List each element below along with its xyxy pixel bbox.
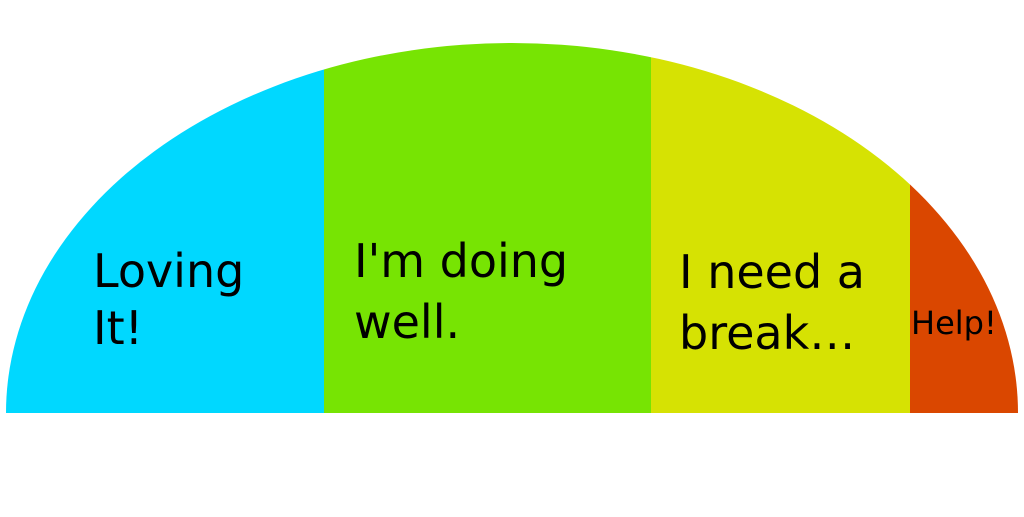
segment-label-line: I'm doing bbox=[354, 234, 568, 288]
gauge-segments bbox=[6, 43, 1018, 413]
segment-label-help: Help! bbox=[911, 304, 997, 342]
segment-doing-well bbox=[324, 43, 651, 413]
segment-label-line: I need a bbox=[679, 245, 865, 299]
segment-loving bbox=[6, 43, 324, 413]
segment-label-line: Help! bbox=[911, 304, 997, 342]
segment-label-line: well. bbox=[354, 295, 460, 349]
segment-label-need-break: I need a break… bbox=[679, 245, 865, 360]
segment-label-line: Loving bbox=[93, 244, 244, 298]
segment-label-doing-well: I'm doing well. bbox=[354, 234, 568, 349]
segment-help bbox=[910, 43, 1018, 413]
segment-label-line: break… bbox=[679, 306, 855, 360]
segment-label-line: It! bbox=[93, 301, 143, 355]
